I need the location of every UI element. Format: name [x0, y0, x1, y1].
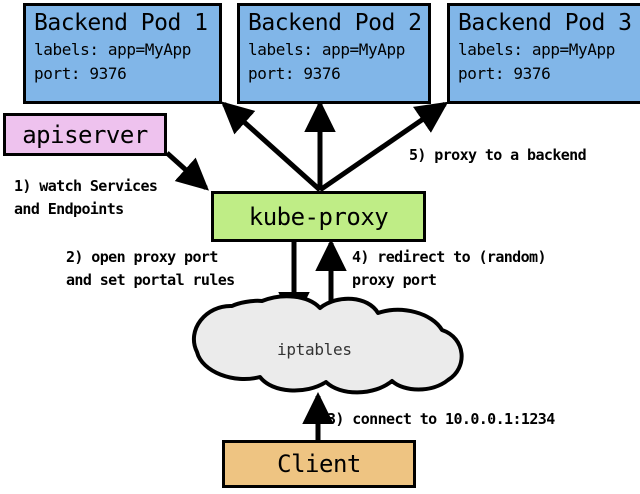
backend-pod-3[interactable]: Backend Pod 3 labels: app=MyApp port: 93…	[447, 3, 640, 104]
client-node[interactable]: Client	[222, 440, 416, 488]
backend-pod-3-title: Backend Pod 3	[458, 10, 632, 36]
backend-pod-2-port: port: 9376	[248, 64, 341, 83]
step-1-annotation: 1) watch Services and Endpoints	[14, 175, 158, 221]
step-1-line-2: and Endpoints	[14, 200, 124, 218]
backend-pod-1-title: Backend Pod 1	[34, 10, 208, 36]
iptables-label: iptables	[277, 340, 352, 359]
apiserver-node[interactable]: apiserver	[3, 113, 167, 156]
backend-pod-1[interactable]: Backend Pod 1 labels: app=MyApp port: 93…	[23, 3, 222, 104]
backend-pod-2-labels: labels: app=MyApp	[248, 40, 405, 59]
step-3-annotation: 3) connect to 10.0.0.1:1234	[327, 408, 555, 431]
kube-proxy-label: kube-proxy	[248, 202, 389, 231]
step-2-line-2: and set portal rules	[66, 271, 235, 289]
step-4-line-1: 4) redirect to (random)	[352, 248, 547, 266]
step-5-annotation: 5) proxy to a backend	[409, 144, 587, 167]
backend-pod-2[interactable]: Backend Pod 2 labels: app=MyApp port: 93…	[237, 3, 431, 104]
step-2-line-1: 2) open proxy port	[66, 248, 218, 266]
apiserver-label: apiserver	[22, 120, 148, 149]
backend-pod-1-labels: labels: app=MyApp	[34, 40, 191, 59]
step-3-line-1: 3) connect to 10.0.0.1:1234	[327, 410, 555, 428]
step-4-annotation: 4) redirect to (random) proxy port	[352, 246, 547, 292]
backend-pod-3-labels: labels: app=MyApp	[458, 40, 615, 59]
kube-proxy-node[interactable]: kube-proxy	[211, 191, 426, 242]
step-2-annotation: 2) open proxy port and set portal rules	[66, 246, 235, 292]
backend-pod-3-port: port: 9376	[458, 64, 551, 83]
edge-kubeproxy-to-pod1	[221, 101, 322, 192]
edge-apiserver-to-kubeproxy	[165, 151, 209, 191]
step-4-line-2: proxy port	[352, 271, 437, 289]
backend-pod-2-title: Backend Pod 2	[248, 10, 422, 36]
step-5-line-1: 5) proxy to a backend	[409, 146, 587, 164]
backend-pod-1-port: port: 9376	[34, 64, 127, 83]
step-1-line-1: 1) watch Services	[14, 177, 158, 195]
client-label: Client	[277, 450, 361, 478]
